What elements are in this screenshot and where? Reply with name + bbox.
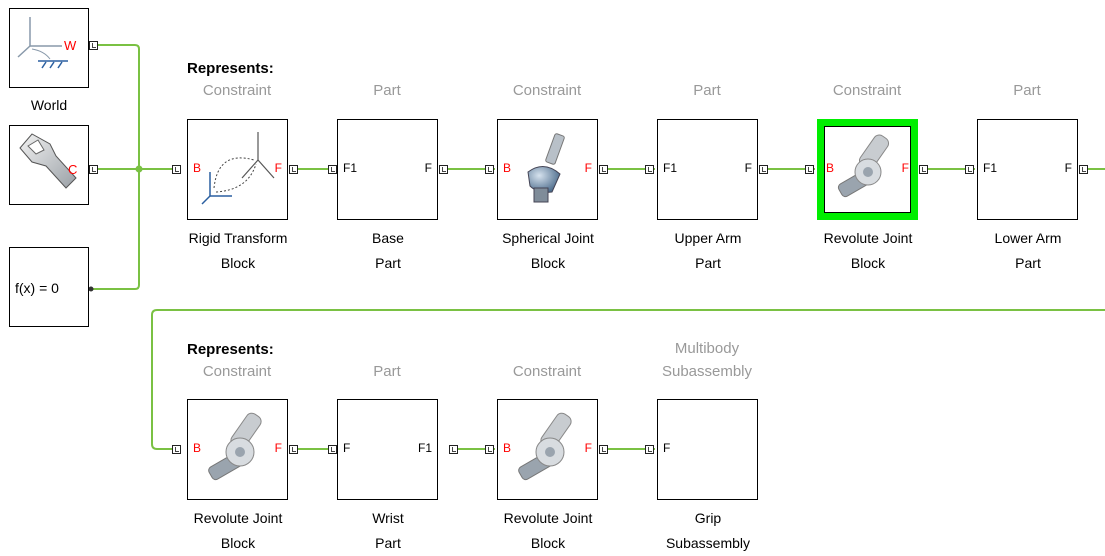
row2-header-3: Constraint (512, 363, 582, 380)
port-label: F (584, 161, 592, 175)
spherical-joint-block[interactable]: B F (497, 119, 598, 220)
port-world-out[interactable] (89, 41, 98, 50)
rigid-transform-block[interactable]: B F (187, 119, 288, 220)
revolute-1-caption-2: Block (850, 255, 886, 271)
rigid-transform-caption-1: Rigid Transform (188, 230, 288, 246)
port-label: F1 (663, 161, 678, 175)
wrist-caption-1: Wrist (372, 510, 404, 526)
port-label: F (744, 161, 752, 175)
port-label: F (584, 441, 592, 455)
port-upper-arm-in[interactable] (645, 165, 654, 174)
port-label: F (663, 441, 671, 455)
port-config-out[interactable] (89, 165, 98, 174)
port-revolute-2-in[interactable] (172, 445, 181, 454)
port-label: B (826, 161, 835, 175)
mechanism-configuration-block[interactable]: C (9, 125, 89, 205)
port-label: F (274, 441, 282, 455)
lower-arm-part-block[interactable]: F1 F (977, 119, 1078, 220)
row2-header-2: Part (373, 363, 401, 380)
row1-header-6: Part (1013, 82, 1041, 99)
port-label: F1 (417, 441, 432, 455)
spherical-caption-2: Block (530, 255, 566, 271)
row1-header-1: Constraint (202, 82, 272, 99)
row1-header-2: Part (373, 82, 401, 99)
grip-caption-2: Subassembly (665, 535, 751, 551)
port-label: F1 (343, 161, 358, 175)
revolute-joint-icon (208, 412, 262, 481)
port-lower-arm-in[interactable] (965, 165, 974, 174)
wrist-caption-2: Part (375, 535, 401, 551)
revolute-2-caption-2: Block (220, 535, 256, 551)
port-label: B (193, 441, 202, 455)
world-frame-icon (17, 17, 68, 69)
port-base-in[interactable] (328, 165, 337, 174)
port-upper-arm-out[interactable] (759, 165, 768, 174)
port-lower-arm-out[interactable] (1079, 165, 1088, 174)
upper-arm-part-block[interactable]: F1 F (657, 119, 758, 220)
port-spherical-out[interactable] (599, 165, 608, 174)
spherical-caption-1: Spherical Joint (502, 230, 594, 246)
port-revolute-1-out[interactable] (919, 165, 928, 174)
port-revolute-2-out[interactable] (289, 445, 298, 454)
base-caption-1: Base (372, 230, 404, 246)
revolute-3-caption-2: Block (530, 535, 566, 551)
base-caption-2: Part (375, 255, 401, 271)
wrist-part-block[interactable]: F F1 (337, 399, 438, 500)
port-label: F (424, 161, 432, 175)
rigid-transform-caption-2: Block (220, 255, 256, 271)
upper-arm-caption-2: Part (695, 255, 721, 271)
port-grip-in[interactable] (645, 445, 654, 454)
port-spherical-in[interactable] (485, 165, 494, 174)
lower-arm-caption-2: Part (1015, 255, 1041, 271)
base-part-block[interactable]: F1 F (337, 119, 438, 220)
row2-header-4b: Subassembly (661, 363, 753, 380)
row1-header-3: Constraint (512, 82, 582, 99)
port-label: F (901, 161, 909, 175)
port-base-out[interactable] (439, 165, 448, 174)
revolute-3-caption-1: Revolute Joint (503, 510, 593, 526)
port-label: B (193, 161, 202, 175)
port-label: F1 (983, 161, 998, 175)
grip-subassembly-block[interactable]: F (657, 399, 758, 500)
solver-configuration-block[interactable]: f(x) = 0 (9, 247, 89, 327)
revolute-2-caption-1: Revolute Joint (193, 510, 283, 526)
solver-text: f(x) = 0 (15, 280, 59, 296)
grip-caption-1: Grip (694, 510, 722, 526)
world-caption: World (30, 97, 68, 113)
port-label-w: W (64, 38, 77, 53)
lower-arm-caption-1: Lower Arm (994, 230, 1062, 246)
port-label: F (274, 161, 282, 175)
port-revolute-3-in[interactable] (485, 445, 494, 454)
port-label-c: C (68, 162, 78, 177)
port-label: B (503, 161, 512, 175)
revolute-joint-block-3[interactable]: B F (497, 399, 598, 500)
port-rigid-transform-out[interactable] (289, 165, 298, 174)
revolute-1-caption-1: Revolute Joint (823, 230, 913, 246)
upper-arm-caption-1: Upper Arm (674, 230, 742, 246)
spherical-joint-icon (527, 133, 565, 203)
row2-header-4a: Multibody (674, 340, 740, 357)
port-revolute-3-out[interactable] (599, 445, 608, 454)
represents-label-row2: Represents: (187, 341, 274, 358)
wrench-icon (19, 133, 77, 189)
revolute-joint-block-selected[interactable]: B F (817, 119, 918, 220)
port-wrist-in[interactable] (328, 445, 337, 454)
port-label: F (1064, 161, 1072, 175)
revolute-joint-icon (518, 412, 572, 481)
port-label: B (503, 441, 512, 455)
represents-label-row1: Represents: (187, 60, 274, 77)
frame-transform-icon (201, 132, 275, 205)
port-label: F (343, 441, 351, 455)
row1-header-4: Part (693, 82, 721, 99)
row2-header-1: Constraint (202, 363, 272, 380)
port-wrist-out[interactable] (449, 445, 458, 454)
revolute-joint-icon (837, 134, 890, 198)
revolute-joint-block-2[interactable]: B F (187, 399, 288, 500)
row1-header-5: Constraint (832, 82, 902, 99)
port-revolute-1-in[interactable] (805, 165, 814, 174)
world-block[interactable]: W (9, 8, 89, 88)
port-rigid-transform-in[interactable] (172, 165, 181, 174)
